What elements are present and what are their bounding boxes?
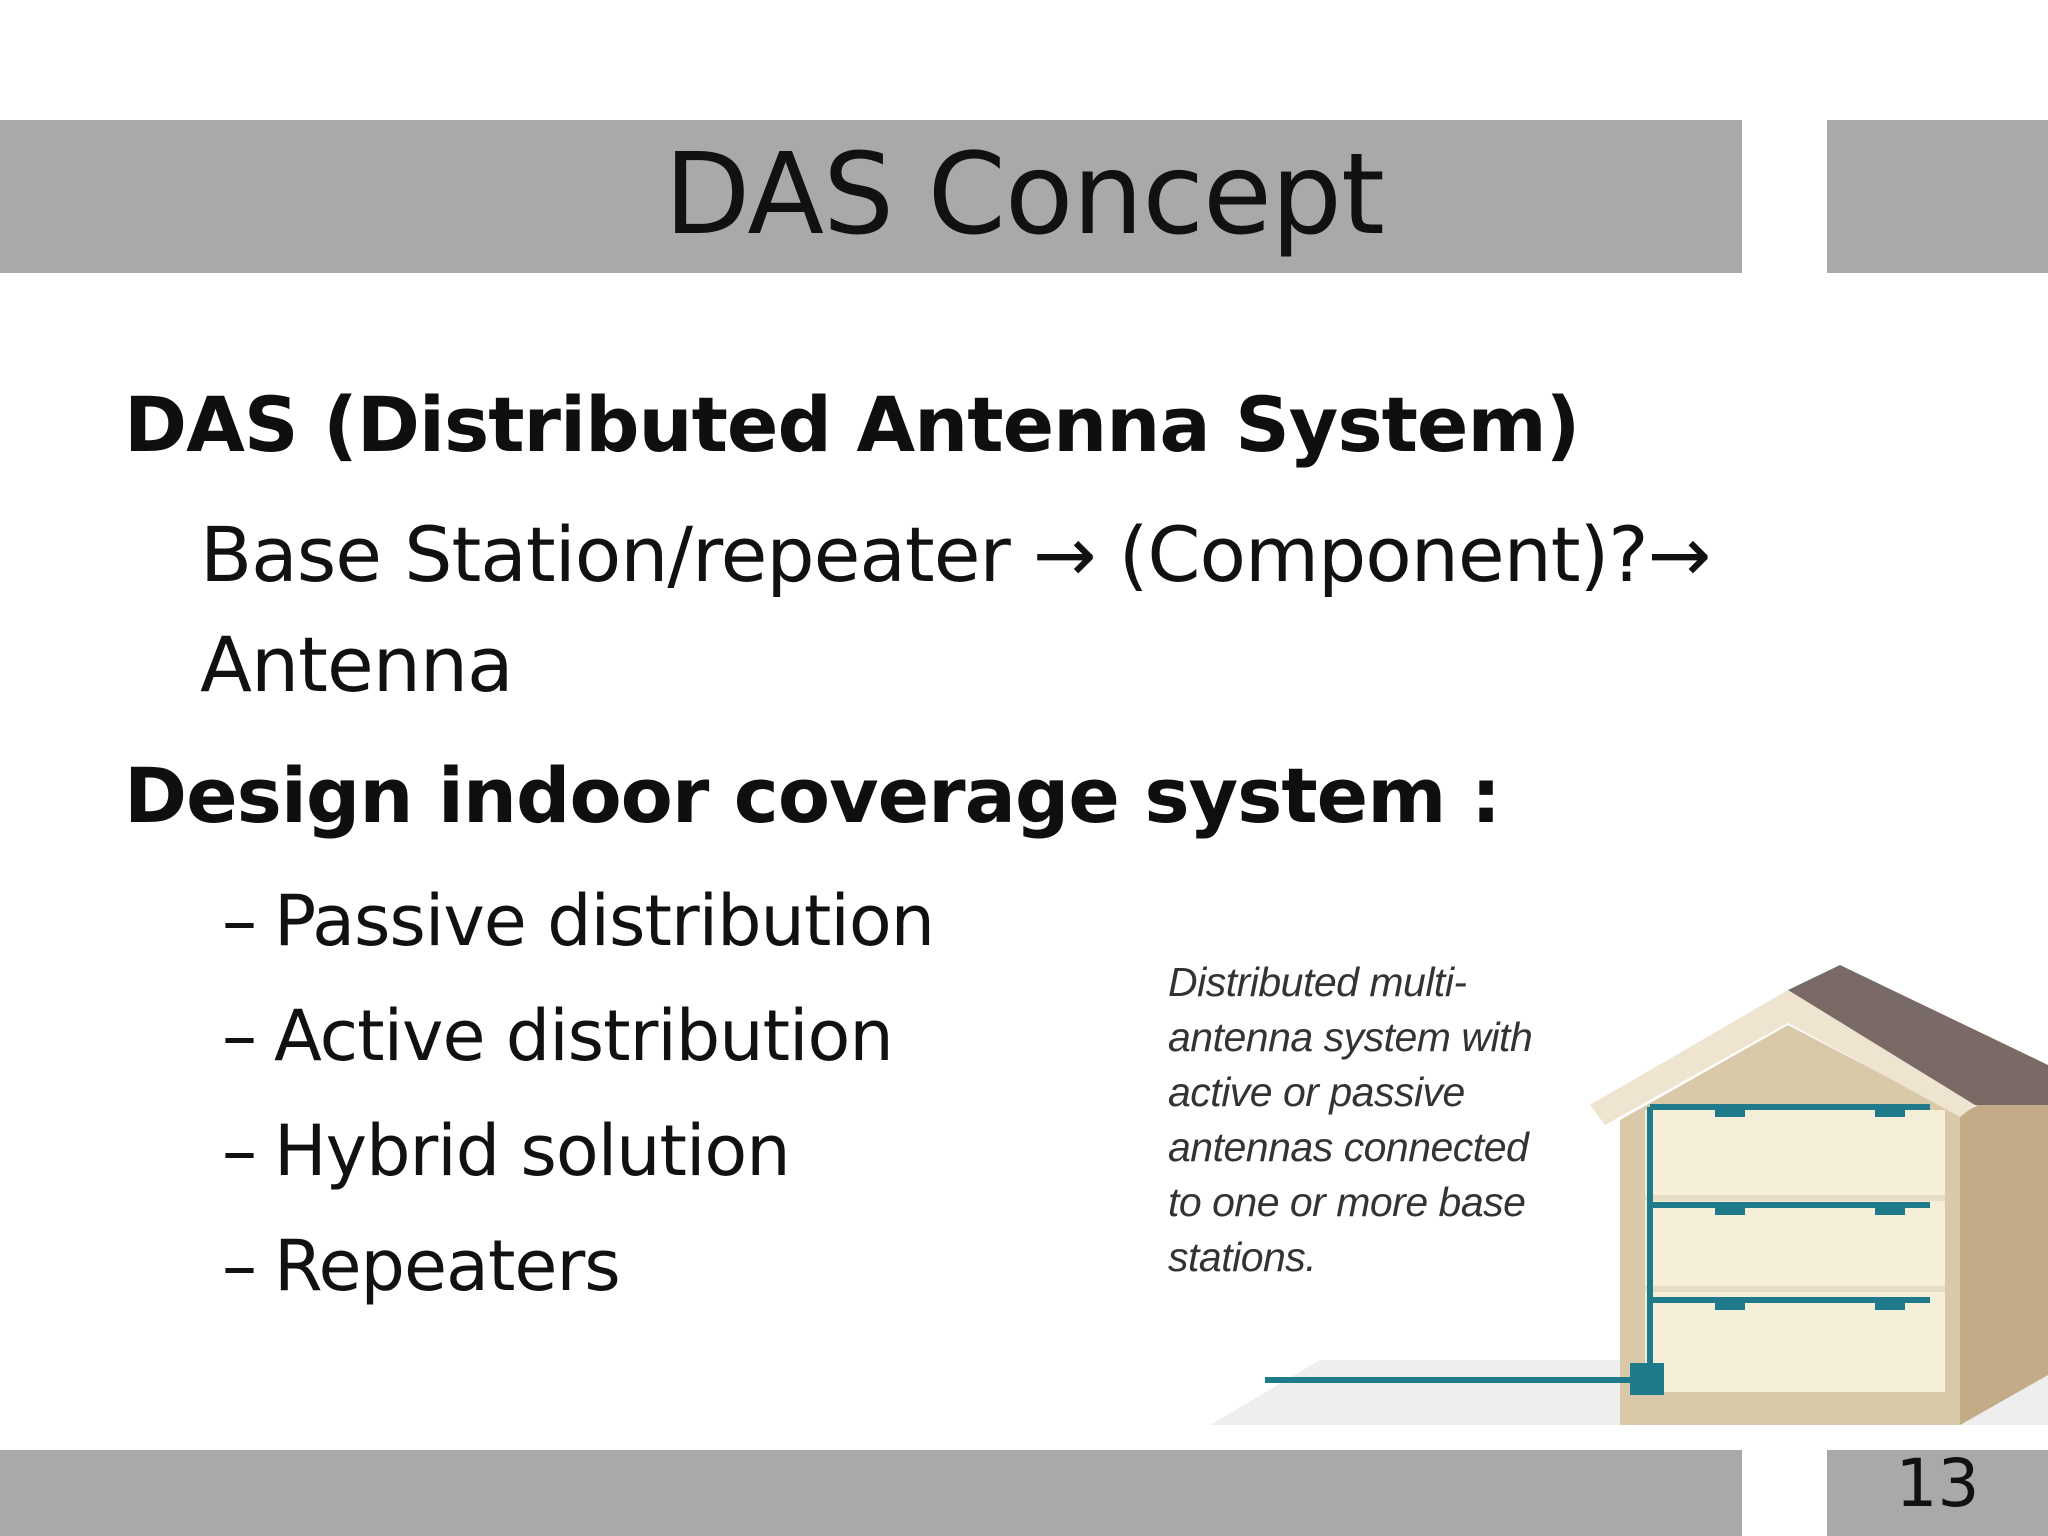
floor-3 bbox=[1645, 1110, 1945, 1195]
bullet-item: –Active distribution bbox=[222, 995, 894, 1077]
bullet-text: Passive distribution bbox=[274, 880, 935, 962]
title-band bbox=[0, 120, 1742, 273]
footer-band-right bbox=[1827, 1450, 2048, 1536]
bullet-text: Repeaters bbox=[274, 1225, 621, 1307]
heading-das: DAS (Distributed Antenna System) bbox=[124, 380, 1580, 469]
bullet-item: –Passive distribution bbox=[222, 880, 935, 962]
title-band-right bbox=[1827, 120, 2048, 273]
slide-title: DAS Concept bbox=[664, 130, 1385, 260]
bullet-text: Active distribution bbox=[274, 995, 894, 1077]
bullet-item: –Hybrid solution bbox=[222, 1110, 791, 1192]
heading-design: Design indoor coverage system : bbox=[124, 751, 1501, 840]
side-wall bbox=[1960, 1065, 2048, 1425]
flow-line-1: Base Station/repeater → (Component)?→ bbox=[200, 510, 1711, 599]
bullet-text: Hybrid solution bbox=[274, 1110, 791, 1192]
illustration-caption: Distributed multi-antenna system with ac… bbox=[1168, 959, 1533, 1280]
bullet-dash: – bbox=[222, 995, 257, 1077]
bullet-dash: – bbox=[222, 880, 257, 962]
antennas bbox=[1715, 1107, 1905, 1310]
roof bbox=[1788, 965, 2048, 1105]
building-illustration-icon bbox=[1210, 965, 2048, 1425]
bullet-dash: – bbox=[222, 1225, 257, 1307]
flow-line-2: Antenna bbox=[200, 620, 514, 709]
bullet-dash: – bbox=[222, 1110, 257, 1192]
footer-band bbox=[0, 1450, 1742, 1536]
page-number: 13 bbox=[1895, 1445, 1980, 1522]
base-station-box bbox=[1630, 1363, 1664, 1395]
floor-2 bbox=[1645, 1201, 1945, 1286]
bullet-item: –Repeaters bbox=[222, 1225, 621, 1307]
roof-fascia bbox=[1590, 990, 1975, 1125]
